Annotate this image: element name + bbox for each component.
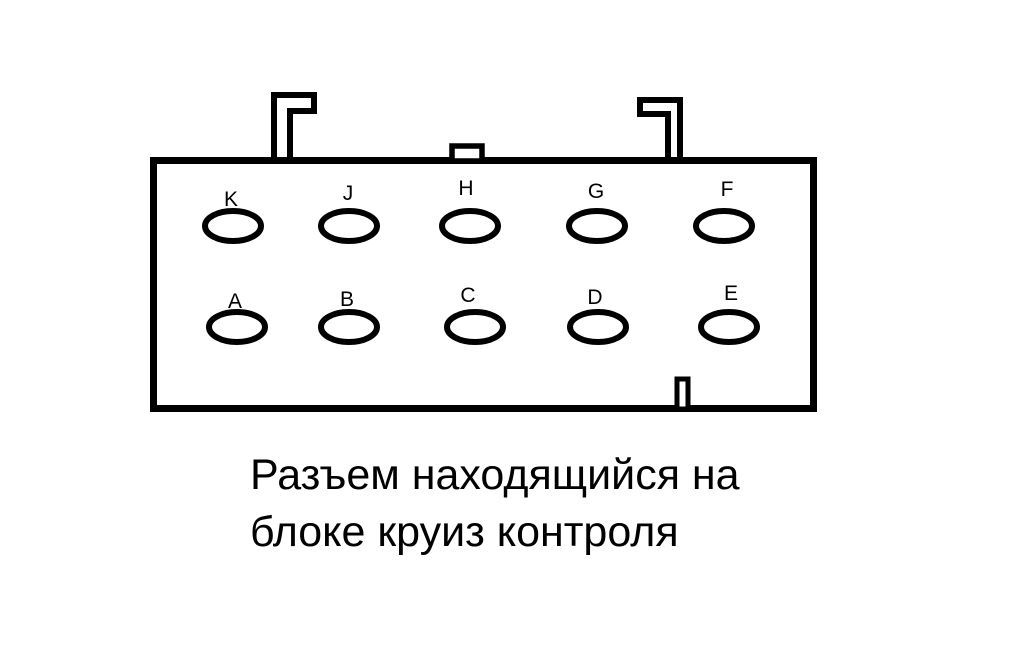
caption-line-1: Разъем находящийся на: [250, 451, 740, 499]
pin-label-top-2: J: [343, 182, 354, 205]
pin-label-bottom-3: C: [460, 284, 475, 307]
pin-socket-bottom-2: [318, 309, 380, 345]
pin-socket-top-3: [439, 208, 501, 244]
alignment-tab-top: [449, 143, 485, 164]
caption: Разъем находящийся на блоке круиз контро…: [250, 451, 740, 556]
pin-top-1: K: [202, 188, 264, 244]
pin-bottom-2: B: [318, 288, 380, 345]
pin-row-top: K J H G F: [202, 177, 755, 244]
pin-top-5: F: [693, 178, 755, 244]
pin-label-bottom-1: A: [228, 290, 242, 313]
pin-socket-bottom-1: [206, 309, 268, 345]
pin-socket-bottom-5: [698, 309, 760, 345]
pin-label-bottom-4: D: [587, 286, 602, 309]
pin-top-3: H: [439, 177, 501, 244]
pin-socket-top-2: [318, 208, 380, 244]
pin-label-top-1: K: [224, 188, 238, 211]
pin-top-4: G: [566, 180, 628, 244]
pin-socket-top-1: [202, 208, 264, 244]
pin-label-top-5: F: [721, 178, 734, 201]
pin-socket-top-5: [693, 208, 755, 244]
mounting-tab-left: [271, 92, 317, 163]
pin-bottom-3: C: [444, 284, 506, 345]
pin-label-bottom-5: E: [724, 282, 738, 305]
pin-socket-bottom-3: [444, 309, 506, 345]
connector-body: [150, 157, 817, 412]
pin-row-bottom: A B C D E: [206, 282, 760, 345]
pin-label-bottom-2: B: [340, 288, 354, 311]
pin-top-2: J: [318, 182, 380, 244]
pin-label-top-3: H: [458, 177, 473, 200]
pin-bottom-5: E: [698, 282, 760, 345]
pin-socket-top-4: [566, 208, 628, 244]
pin-bottom-4: D: [567, 286, 629, 345]
alignment-tab-bottom: [674, 376, 691, 412]
pin-socket-bottom-4: [567, 309, 629, 345]
pin-bottom-1: A: [206, 290, 268, 345]
mounting-tab-right: [637, 97, 683, 163]
pin-label-top-4: G: [588, 180, 604, 203]
caption-line-2: блоке круиз контроля: [250, 508, 679, 556]
